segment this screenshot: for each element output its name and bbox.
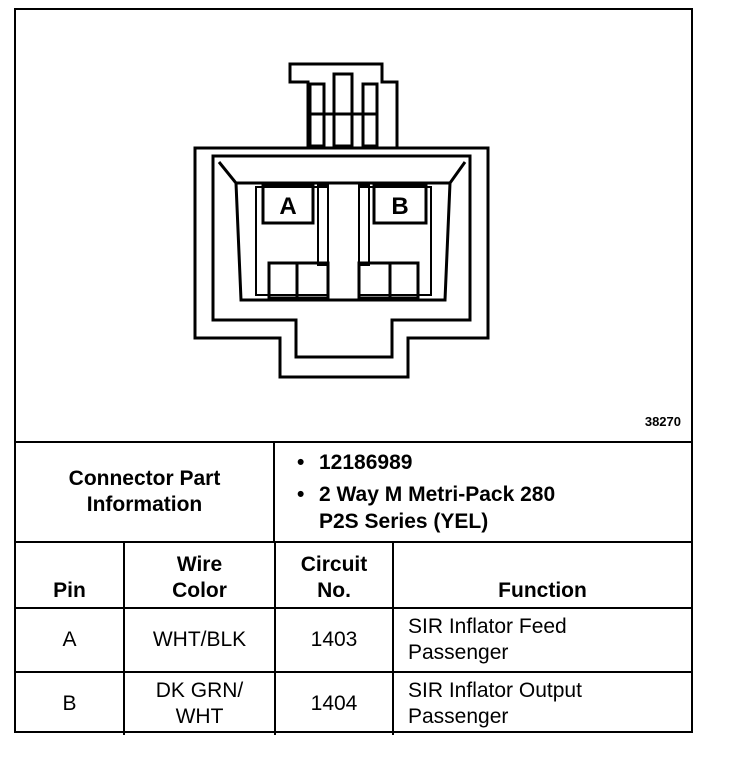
info-label-line1: Connector Part xyxy=(68,467,221,490)
terminal-slot-b xyxy=(358,184,370,266)
header-function: Function xyxy=(392,543,691,609)
pin-b-label-box xyxy=(372,183,428,225)
header-pin: Pin xyxy=(16,543,125,609)
connector-end-view-chart: A B 38270 Connector Part Information 121… xyxy=(14,8,693,735)
table-row: A WHT/BLK 1403 SIR Inflator Feed Passeng… xyxy=(16,607,691,673)
connector-part-information: Connector Part Information 12186989 2 Wa… xyxy=(16,441,691,543)
table-header-row: Pin Wire Color Circuit No. Function xyxy=(16,543,691,609)
table-row: B DK GRN/ WHT 1404 SIR Inflator Output P… xyxy=(16,671,691,735)
connector-description-item: 2 Way M Metri-Pack 280 P2S Series (YEL) xyxy=(297,481,691,535)
description-line1: 2 Way M Metri-Pack 280 xyxy=(319,483,556,506)
terminal-a-right xyxy=(295,261,330,300)
cell-circuit: 1403 xyxy=(274,607,394,673)
connector-housing-inner xyxy=(211,154,472,359)
connector-info-values: 12186989 2 Way M Metri-Pack 280 P2S Seri… xyxy=(275,443,691,541)
terminal-b-left xyxy=(357,261,392,300)
cavity-chamfer xyxy=(217,161,467,302)
info-label-line2: Information xyxy=(86,493,203,516)
description-line2: P2S Series (YEL) xyxy=(319,510,489,533)
pin-function-table: Pin Wire Color Circuit No. Function A WH… xyxy=(16,543,691,735)
cell-wire-color: DK GRN/ WHT xyxy=(123,671,276,735)
connector-housing-outer xyxy=(193,146,490,379)
header-circuit-no: Circuit No. xyxy=(274,543,394,609)
connector-drawing: A B 38270 xyxy=(16,10,691,441)
figure-number: 38270 xyxy=(644,414,681,429)
terminal-b-right xyxy=(388,261,420,300)
part-number: 12186989 xyxy=(319,451,413,474)
cell-pin: B xyxy=(16,671,125,735)
lock-latch-center xyxy=(332,72,354,148)
header-wire-color: Wire Color xyxy=(123,543,276,609)
cell-wire-color: WHT/BLK xyxy=(123,607,276,673)
terminal-a-left xyxy=(267,261,299,300)
terminal-slot-a xyxy=(317,184,329,266)
connector-info-label: Connector Part Information xyxy=(16,443,275,541)
cell-circuit: 1404 xyxy=(274,671,394,735)
cell-function: SIR Inflator Output Passenger xyxy=(392,671,691,735)
connector-face-svg: A B xyxy=(193,62,490,379)
pin-b-label: B xyxy=(391,193,408,220)
cell-pin: A xyxy=(16,607,125,673)
part-number-item: 12186989 xyxy=(297,449,691,476)
cell-function: SIR Inflator Feed Passenger xyxy=(392,607,691,673)
pin-a-label: A xyxy=(279,193,296,220)
pin-a-label-box xyxy=(261,183,315,225)
locking-tab xyxy=(288,62,399,150)
